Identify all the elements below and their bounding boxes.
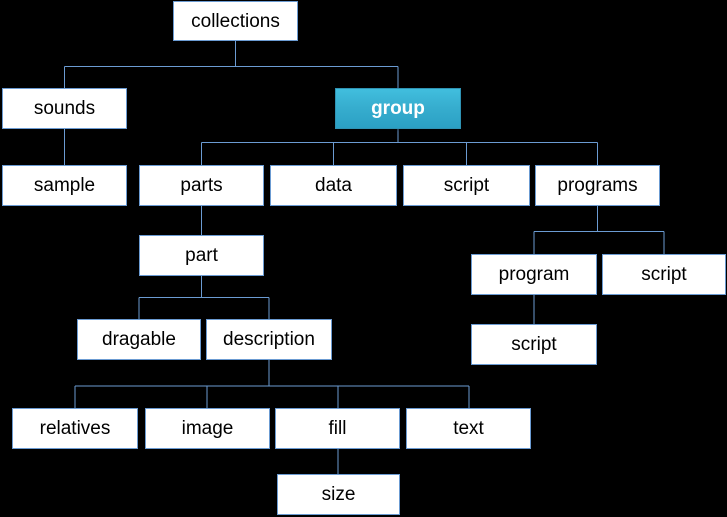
node-script-prog[interactable]: script	[602, 254, 726, 295]
connector-line	[74, 360, 470, 408]
node-label: group	[371, 98, 425, 119]
node-label: parts	[180, 175, 223, 196]
node-label: fill	[328, 418, 347, 439]
node-label: script	[511, 334, 557, 355]
node-label: sounds	[33, 98, 96, 119]
node-label: collections	[191, 10, 280, 32]
node-label: dragable	[102, 329, 176, 350]
node-data[interactable]: data	[270, 165, 397, 206]
node-label: programs	[557, 175, 638, 196]
node-program[interactable]: program	[471, 254, 597, 295]
node-label: size	[321, 484, 356, 505]
node-label: part	[185, 245, 218, 266]
node-label: sample	[33, 175, 96, 196]
node-relatives[interactable]: relatives	[12, 408, 138, 449]
node-group[interactable]: group	[335, 88, 461, 129]
connector-line	[200, 129, 599, 165]
node-label: text	[453, 418, 484, 439]
node-label: description	[223, 329, 315, 350]
node-label: script	[641, 264, 687, 285]
node-part[interactable]: part	[139, 235, 264, 276]
node-label: data	[315, 175, 352, 196]
node-fill[interactable]: fill	[275, 408, 400, 449]
node-script-sub[interactable]: script	[471, 324, 597, 365]
node-image[interactable]: image	[145, 408, 270, 449]
node-label: relatives	[39, 418, 111, 439]
node-sounds[interactable]: sounds	[2, 88, 127, 129]
node-parts[interactable]: parts	[139, 165, 264, 206]
node-text[interactable]: text	[406, 408, 531, 449]
node-programs[interactable]: programs	[535, 165, 660, 206]
connector-line	[138, 276, 270, 319]
node-label: image	[181, 418, 234, 439]
node-dragable[interactable]: dragable	[77, 319, 201, 360]
node-sample[interactable]: sample	[2, 165, 127, 206]
node-size[interactable]: size	[277, 474, 400, 515]
node-label: script	[443, 175, 490, 196]
node-script-grp[interactable]: script	[403, 165, 530, 206]
node-label: program	[498, 264, 570, 285]
node-description[interactable]: description	[206, 319, 332, 360]
node-collections[interactable]: collections	[173, 1, 298, 41]
connector-line	[63, 41, 399, 88]
connector-line	[533, 206, 665, 254]
